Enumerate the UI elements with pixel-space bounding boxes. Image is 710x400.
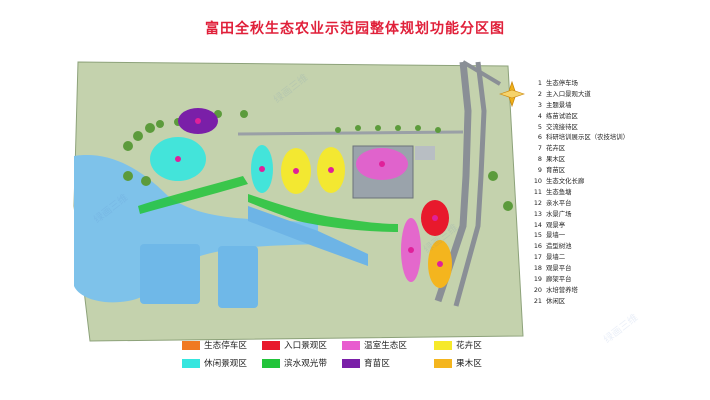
legend-item-number: 21 bbox=[533, 296, 542, 305]
legend-item-number: 19 bbox=[533, 275, 542, 284]
legend-item-number: 4 bbox=[537, 111, 542, 120]
legend-item-number: 8 bbox=[537, 155, 542, 164]
legend-item: 11 生态鱼塘 bbox=[532, 187, 647, 198]
zone-color-swatch bbox=[342, 341, 360, 350]
legend-item-number: 17 bbox=[533, 253, 542, 262]
zone-legend-item: 果木区 bbox=[434, 358, 482, 370]
legend-list: 1 生态停车场 2 主入口景观大道 3 主题景墙 4 练苗试验区 5 交流接待区 6 科研培训展示区（… bbox=[532, 78, 647, 307]
legend-item-number: 11 bbox=[533, 187, 542, 196]
zone-color-swatch bbox=[434, 341, 452, 350]
legend-item-label: 观景亭 bbox=[546, 220, 566, 229]
legend-item: 12 亲水平台 bbox=[532, 198, 647, 209]
legend-item-label: 景墙一 bbox=[546, 231, 566, 240]
legend-item-number: 5 bbox=[537, 122, 542, 131]
legend-item-number: 6 bbox=[537, 133, 542, 142]
legend-item-number: 13 bbox=[533, 209, 542, 218]
legend-item: 7 花卉区 bbox=[532, 143, 647, 154]
zone-color-swatch bbox=[182, 359, 200, 368]
legend-item-number: 12 bbox=[533, 198, 542, 207]
legend-item: 15 景墙一 bbox=[532, 230, 647, 241]
legend-item: 1 生态停车场 bbox=[532, 78, 647, 89]
legend-item: 8 果木区 bbox=[532, 154, 647, 165]
legend-item-number: 10 bbox=[533, 177, 542, 186]
map-title: 富田全秋生态农业示范园整体规划功能分区图 bbox=[205, 21, 505, 37]
legend-item: 16 造型树池 bbox=[532, 241, 647, 252]
legend-item-label: 亲水平台 bbox=[546, 198, 572, 207]
compass-icon bbox=[499, 80, 525, 108]
site-plan-map bbox=[68, 56, 530, 346]
legend-item-label: 主入口景观大道 bbox=[546, 89, 591, 98]
zone-legend-label: 入口景观区 bbox=[284, 341, 327, 351]
legend-item-label: 生态文化长廊 bbox=[546, 177, 585, 186]
legend-item: 6 科研培训展示区（农技培训） bbox=[532, 132, 647, 143]
legend-item-number: 7 bbox=[537, 144, 542, 153]
zone-color-swatch bbox=[342, 359, 360, 368]
legend-item: 9 育苗区 bbox=[532, 165, 647, 176]
legend-item-label: 果木区 bbox=[546, 155, 566, 164]
legend-item-label: 育苗区 bbox=[546, 166, 566, 175]
legend-item-number: 14 bbox=[533, 220, 542, 229]
zone-legend-label: 休闲景观区 bbox=[204, 359, 247, 369]
legend-item-label: 交流接待区 bbox=[546, 122, 578, 131]
legend-item-label: 景墙二 bbox=[546, 253, 566, 262]
legend-item: 5 交流接待区 bbox=[532, 122, 647, 133]
zone-color-swatch bbox=[262, 341, 280, 350]
legend-item-label: 观景平台 bbox=[546, 264, 572, 273]
zone-legend-label: 育苗区 bbox=[364, 359, 390, 369]
zone-legend-item: 入口景观区 bbox=[262, 340, 327, 352]
legend-item-label: 水培营养塔 bbox=[546, 285, 578, 294]
legend-item: 3 主题景墙 bbox=[532, 100, 647, 111]
legend-item-number: 9 bbox=[537, 166, 542, 175]
legend-item-label: 廊架平台 bbox=[546, 275, 572, 284]
zone-legend-item: 育苗区 bbox=[342, 358, 390, 370]
legend-item-label: 生态鱼塘 bbox=[546, 187, 572, 196]
legend-item-label: 主题景墙 bbox=[546, 100, 572, 109]
zone-color-swatch bbox=[434, 359, 452, 368]
legend-item-label: 造型树池 bbox=[546, 242, 572, 251]
legend-item: 20 水培营养塔 bbox=[532, 285, 647, 296]
legend-item: 18 观景平台 bbox=[532, 263, 647, 274]
legend-item-label: 水景广场 bbox=[546, 209, 572, 218]
legend-item: 4 练苗试验区 bbox=[532, 111, 647, 122]
legend-item: 14 观景亭 bbox=[532, 220, 647, 231]
zone-legend-label: 果木区 bbox=[456, 359, 482, 369]
zone-color-swatch bbox=[182, 341, 200, 350]
legend-item-number: 16 bbox=[533, 242, 542, 251]
legend-item: 21 休闲区 bbox=[532, 296, 647, 307]
legend-item-number: 15 bbox=[533, 231, 542, 240]
zone-legend-item: 花卉区 bbox=[434, 340, 482, 352]
zone-legend-label: 温室生态区 bbox=[364, 341, 407, 351]
zone-legend-item: 滨水观光带 bbox=[262, 358, 327, 370]
legend-item: 2 主入口景观大道 bbox=[532, 89, 647, 100]
legend-item: 17 景墙二 bbox=[532, 252, 647, 263]
legend-item: 10 生态文化长廊 bbox=[532, 176, 647, 187]
legend-item-label: 休闲区 bbox=[546, 296, 566, 305]
legend-item: 13 水景广场 bbox=[532, 209, 647, 220]
legend-item-number: 1 bbox=[537, 79, 542, 87]
legend-item-label: 练苗试验区 bbox=[546, 111, 578, 120]
zone-legend-label: 滨水观光带 bbox=[284, 359, 327, 369]
legend-item-number: 20 bbox=[533, 285, 542, 294]
zone-legend-item: 休闲景观区 bbox=[182, 358, 247, 370]
zone-color-swatch bbox=[262, 359, 280, 368]
zone-legend-label: 生态停车区 bbox=[204, 341, 247, 351]
zone-legend-item: 温室生态区 bbox=[342, 340, 407, 352]
zone-legend-label: 花卉区 bbox=[456, 341, 482, 351]
legend-item-label: 生态停车场 bbox=[546, 79, 578, 87]
legend-item-label: 科研培训展示区（农技培训） bbox=[546, 133, 630, 142]
zone-legend-item: 生态停车区 bbox=[182, 340, 247, 352]
legend-item: 19 廊架平台 bbox=[532, 274, 647, 285]
legend-item-number: 2 bbox=[537, 89, 542, 98]
legend-item-label: 花卉区 bbox=[546, 144, 566, 153]
legend-item-number: 3 bbox=[537, 100, 542, 109]
legend-item-number: 18 bbox=[533, 264, 542, 273]
